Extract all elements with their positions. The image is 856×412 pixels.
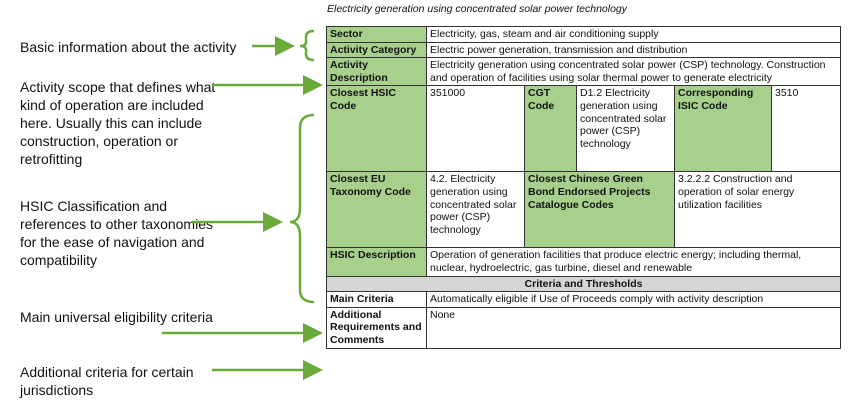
taxonomy-table: Sector Electricity, gas, steam and air c…	[325, 26, 842, 349]
row-category: Activity Category Electric power generat…	[326, 41, 842, 59]
sector-value: Electricity, gas, steam and air conditio…	[425, 26, 842, 43]
row-sector: Sector Electricity, gas, steam and air c…	[326, 26, 842, 43]
additional-value: None	[425, 306, 842, 349]
category-value: Electric power generation, transmission …	[425, 41, 842, 59]
row-criteria-header: Criteria and Thresholds	[325, 275, 842, 293]
cgt-code-label: CGT Code	[524, 85, 577, 173]
description-label: Activity Description	[326, 57, 427, 87]
row-codes: Closest HSIC Code 351000 CGT Code D1.2 E…	[326, 85, 842, 173]
row-hsic-description: HSIC Description Operation of generation…	[326, 247, 842, 277]
annotation-basic-info: Basic information about the activity	[20, 39, 237, 55]
row-main-criteria: Main Criteria Automatically eligible if …	[326, 291, 842, 308]
annotation-activity-scope: Activity scope that defines what kind of…	[20, 79, 216, 167]
isic-code-value: 3510	[770, 85, 842, 173]
hsic-description-value: Operation of generation facilities that …	[425, 247, 842, 277]
sector-label: Sector	[326, 26, 427, 43]
hsic-description-label: HSIC Description	[326, 247, 427, 277]
row-taxonomies: Closest EU Taxonomy Code 4.2. Electricit…	[326, 171, 842, 249]
annotation-main-criteria: Main universal eligibility criteria	[20, 309, 213, 325]
description-value: Electricity generation using concentrate…	[425, 57, 842, 87]
chinese-catalogue-value: 3.2.2.2 Construction and operation of so…	[673, 171, 842, 249]
annotation-additional-criteria: Additional criteria for certain jurisdic…	[20, 364, 194, 398]
row-description: Activity Description Electricity generat…	[326, 57, 842, 87]
category-label: Activity Category	[326, 41, 427, 59]
cgt-code-value: D1.2 Electricity generation using concen…	[576, 85, 675, 173]
main-criteria-label: Main Criteria	[326, 291, 427, 308]
eu-taxonomy-value: 4.2. Electricity generation using concen…	[426, 171, 525, 249]
brace-hsic	[289, 113, 315, 304]
isic-code-label: Corresponding ISIC Code	[674, 85, 772, 173]
criteria-header: Criteria and Thresholds	[325, 275, 842, 293]
eu-taxonomy-label: Closest EU Taxonomy Code	[326, 171, 427, 249]
brace-basic	[299, 29, 315, 62]
hsic-code-value: 351000	[426, 85, 525, 173]
document-title: Electricity generation using concentrate…	[327, 3, 628, 15]
row-additional: Additional Requirements and Comments Non…	[326, 306, 842, 349]
main-criteria-value: Automatically eligible if Use of Proceed…	[425, 291, 842, 308]
chinese-catalogue-label: Closest Chinese Green Bond Endorsed Proj…	[524, 171, 675, 249]
hsic-code-label: Closest HSIC Code	[326, 85, 427, 173]
annotation-hsic-classification: HSIC Classification and references to ot…	[20, 198, 213, 268]
additional-label: Additional Requirements and Comments	[326, 306, 427, 349]
